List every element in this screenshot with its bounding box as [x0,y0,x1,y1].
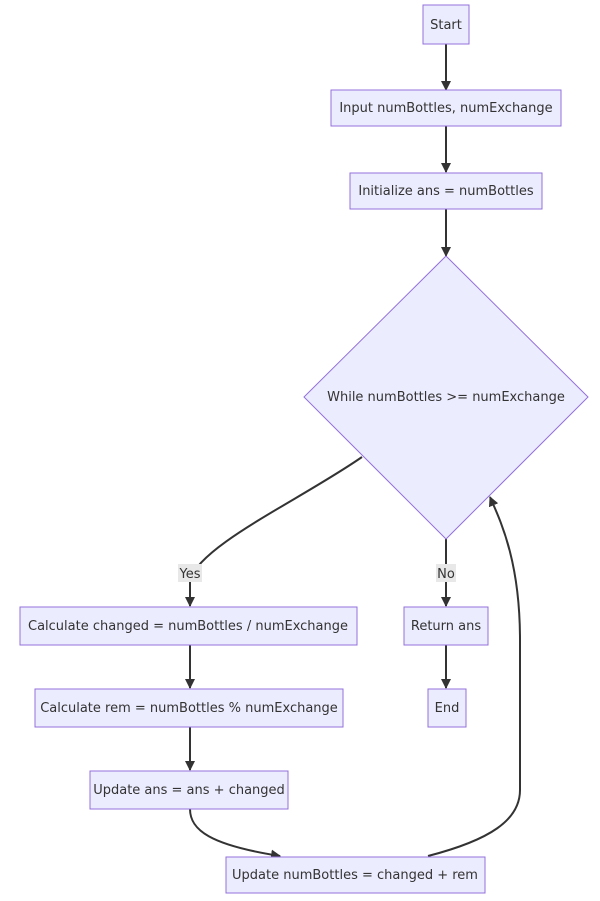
svg-text:Yes: Yes [179,567,201,582]
node-return: Return ans [403,606,489,646]
svg-text:While numBottles >= numExchang: While numBottles >= numExchange [327,390,565,405]
node-calc-rem: Calculate rem = numBottles % numExchange [34,688,344,728]
edge-label-no: No [436,564,456,582]
svg-text:Calculate changed = numBottles: Calculate changed = numBottles / numExch… [28,619,348,634]
svg-text:Start: Start [430,18,462,33]
node-end: End [427,688,467,728]
node-update-bottles: Update numBottles = changed + rem [225,856,486,894]
node-input: Input numBottles, numExchange [330,89,562,127]
svg-text:End: End [435,701,460,716]
node-update-ans: Update ans = ans + changed [89,770,289,810]
edge-updatebottles-while [427,496,521,857]
edge-while-yes [185,456,363,607]
svg-text:Input numBottles, numExchange: Input numBottles, numExchange [339,101,552,116]
edge-updateans-updatebottles [189,808,281,860]
edge-label-yes: Yes [178,564,202,582]
node-init: Initialize ans = numBottles [349,172,543,210]
svg-text:Initialize ans = numBottles: Initialize ans = numBottles [358,184,533,199]
node-calc-changed: Calculate changed = numBottles / numExch… [19,606,358,646]
node-start: Start [422,4,470,45]
svg-text:Calculate rem = numBottles % n: Calculate rem = numBottles % numExchange [40,701,338,716]
svg-text:Update numBottles = changed +: Update numBottles = changed + rem [232,868,478,883]
svg-text:No: No [437,567,455,582]
node-while-decision: While numBottles >= numExchange [303,255,589,540]
svg-text:Update ans = ans + changed: Update ans = ans + changed [93,783,285,798]
svg-text:Return ans: Return ans [411,619,481,634]
